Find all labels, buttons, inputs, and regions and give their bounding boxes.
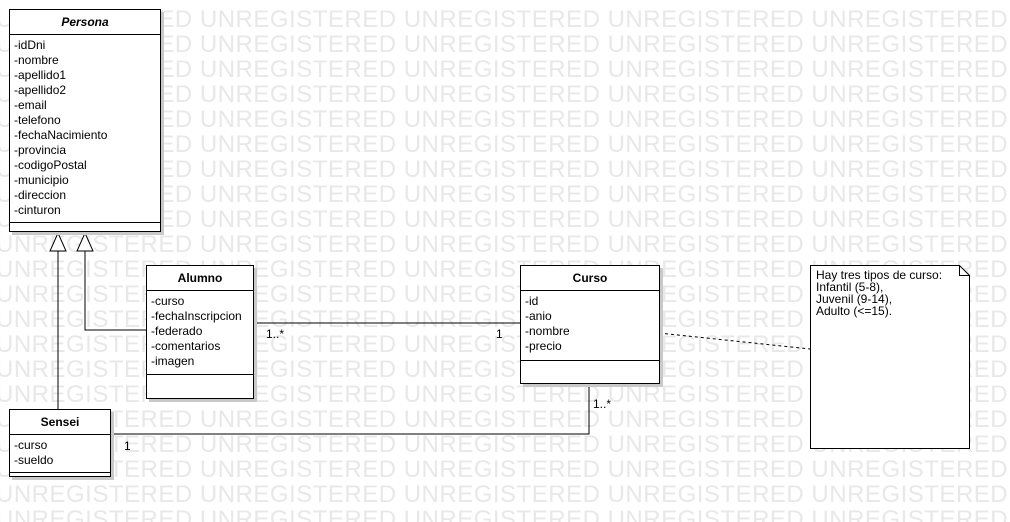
alumno-attribute: -imagen (151, 354, 195, 368)
persona-attribute: -nombre (14, 53, 59, 67)
persona-attribute: -provincia (14, 143, 67, 157)
watermark-line: UNREGISTERED UNREGISTERED UNREGISTERED U… (0, 81, 1010, 108)
watermark-line: UNREGISTERED UNREGISTERED UNREGISTERED U… (0, 6, 1010, 33)
watermark-line: UNREGISTERED UNREGISTERED UNREGISTERED U… (0, 456, 1010, 483)
persona-attribute: -municipio (14, 173, 69, 187)
alumno-attribute: -fechaInscripcion (151, 309, 242, 323)
sensei-generalization-arrowhead (49, 231, 67, 252)
alumno-class[interactable]: Alumno -curso-fechaInscripcion-federado-… (146, 265, 254, 399)
alumno-class-name: Alumno (147, 266, 253, 291)
multiplicity-alumno: 1..* (266, 327, 285, 341)
persona-attribute: -fechaNacimiento (14, 128, 108, 142)
watermark-line: UNREGISTERED UNREGISTERED UNREGISTERED U… (0, 31, 1010, 58)
persona-class[interactable]: Persona -idDni-nombre-apellido1-apellido… (9, 9, 161, 232)
persona-attribute: -telefono (14, 113, 61, 127)
sensei-attribute: -curso (14, 438, 48, 452)
sensei-class-name: Sensei (10, 410, 110, 435)
persona-attribute: -codigoPostal (14, 158, 87, 172)
watermark-line: UNREGISTERED UNREGISTERED UNREGISTERED U… (0, 56, 1010, 83)
multiplicity-curso-alumno: 1 (496, 327, 503, 341)
watermark-line: UNREGISTERED UNREGISTERED UNREGISTERED U… (0, 106, 1010, 133)
persona-attributes: -idDni-nombre-apellido1-apellido2-email-… (10, 35, 160, 223)
sensei-attribute: -sueldo (14, 453, 54, 467)
note-line: Infantil (5-8), (816, 280, 884, 294)
sensei-attributes: -curso-sueldo (10, 435, 110, 473)
alumno-attribute: -curso (151, 294, 185, 308)
curso-attribute: -id (525, 294, 539, 308)
persona-attribute: -apellido2 (14, 83, 67, 97)
curso-attribute: -anio (525, 309, 552, 323)
persona-attribute: -direccion (14, 188, 67, 202)
multiplicity-sensei: 1 (124, 439, 131, 453)
persona-attribute: -cinturon (14, 203, 61, 217)
note-shape (810, 265, 970, 449)
curso-class[interactable]: Curso -id-anio-nombre-precio (520, 265, 660, 384)
multiplicity-curso-sensei: 1..* (593, 397, 612, 411)
persona-class-name: Persona (10, 10, 160, 35)
curso-attribute: -precio (525, 339, 562, 353)
alumno-attribute: -comentarios (151, 339, 221, 353)
alumno-attribute: -federado (151, 324, 203, 338)
note-line: Juvenil (9-14), (816, 292, 893, 306)
sensei-class[interactable]: Sensei -curso-sueldo (9, 409, 111, 477)
note-anchor-line (658, 332, 811, 350)
sensei-curso-association (110, 383, 590, 435)
note-line: Hay tres tipos de curso: (816, 268, 943, 282)
note[interactable]: Hay tres tipos de curso:Infantil (5-8),J… (810, 265, 970, 449)
alumno-attributes: -curso-fechaInscripcion-federado-comenta… (147, 291, 253, 375)
persona-attribute: -idDni (14, 38, 46, 52)
watermark-line: UNREGISTERED UNREGISTERED UNREGISTERED U… (0, 131, 1010, 158)
watermark-line: UNREGISTERED UNREGISTERED UNREGISTERED U… (0, 181, 1010, 208)
alumno-generalization-arrowhead (76, 231, 94, 252)
curso-class-name: Curso (521, 266, 659, 291)
watermark-line: UNREGISTERED UNREGISTERED UNREGISTERED U… (0, 206, 1010, 233)
watermark-line: UNREGISTERED UNREGISTERED UNREGISTERED U… (0, 231, 1010, 258)
watermark-line: UNREGISTERED UNREGISTERED UNREGISTERED U… (0, 506, 1010, 522)
note-text: Hay tres tipos de curso:Infantil (5-8),J… (816, 269, 942, 317)
persona-attribute: -email (14, 98, 47, 112)
alumno-generalization-line (84, 251, 148, 331)
watermark-line: UNREGISTERED UNREGISTERED UNREGISTERED U… (0, 481, 1010, 508)
curso-attribute: -nombre (525, 324, 570, 338)
watermark-line: UNREGISTERED UNREGISTERED UNREGISTERED U… (0, 156, 1010, 183)
note-line: Adulto (<=15). (816, 304, 893, 318)
curso-attributes: -id-anio-nombre-precio (521, 291, 659, 361)
persona-attribute: -apellido1 (14, 68, 67, 82)
